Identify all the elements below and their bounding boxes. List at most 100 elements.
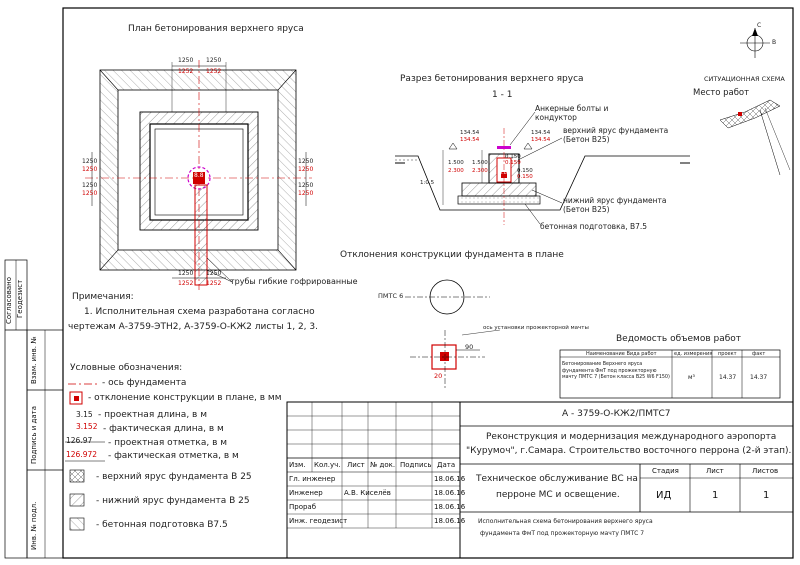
section-elev-left: 134.54 [460,130,480,136]
legend-fact-len-val: 3.152 [76,422,98,431]
section-h-left: 1.500 [448,160,464,166]
section-d2: 0.150 [517,168,533,174]
section-slope: 1:0.5 [420,180,435,186]
tb-stage: ИД [656,490,672,501]
plan-dim-right-top: 1250 [298,158,314,165]
section-upper-label: верхний ярус фундамента (Бетон В25) [563,126,669,144]
section-prep-label: бетонная подготовка, В7.5 [540,222,648,231]
tb-doc-line1: Исполнительная схема бетонирования верхн… [478,518,653,525]
legend-swatches [65,383,105,531]
tb-work-line1: Техническое обслуживание ВС на [476,474,638,484]
volume-row-name: Бетонирование Верхнего яруса фундамента … [562,362,670,380]
legend-design-elev-val: 126.97 [66,436,93,445]
tb-col-koluch: Кол.уч. [314,461,341,469]
notes-line2: чертежам А-3759-ЭТН2, А-3759-О-КЖ2 листы… [68,322,318,332]
tb-date-0: 18.06.16 [434,475,466,483]
plan-title: План бетонирования верхнего яруса [128,24,304,34]
tb-name-1: А.В. Киселёв [344,489,391,497]
notes-line1: 1. Исполнительная схема разработана согл… [84,307,315,317]
deviation-label: ПМТС 6 [378,292,404,300]
section-h-left2-fact: 2.300 [472,168,488,174]
section-lower-label: нижний ярус фундамента (Бетон В25) [563,196,667,214]
section-d1: 0.150 [505,154,521,160]
volume-header-name: Наименование Вида работ [586,351,657,357]
tb-date-3: 18.06.16 [434,517,466,525]
sidebar-sign-date: Подпись и дата [30,406,38,464]
volume-table-lines [559,349,781,399]
legend-axis: - ось фундамента [102,378,187,388]
tb-stage-header: Стадия [652,467,679,475]
legend-upper: - верхний ярус фундамента В 25 [96,472,252,482]
plan-dim-top-right: 1250 [206,57,222,64]
volume-title: Ведомость объемов работ [616,334,742,344]
legend-fact-elev: - фактическая отметка, в м [108,451,239,461]
legend-prep: - бетонная подготовка В7.5 [96,520,228,530]
plan-dim-left-bot-fact: 1250 [82,190,98,197]
sidebar-agreed: Согласовано [5,276,13,324]
deviation-dim: 90 [465,343,474,351]
tb-col-doc: № док. [370,461,396,469]
legend-fact-len: - фактическая длина, в м [103,424,224,434]
plan-dim-left-top-fact: 1250 [82,166,98,173]
tb-doc-line2: фундамента ФмТ под прожекторную мачту ПМ… [480,530,645,537]
volume-row-fact: 14.37 [750,374,768,381]
plan-center-mark: 8.8 [194,172,204,179]
plan-dim-bot-right-fact: 1252 [206,280,222,287]
tb-project-line1: Реконструкция и модернизация международн… [486,432,777,442]
tb-sheet-header: Лист [706,467,724,475]
tb-role-1: Инженер [289,489,323,497]
situation-place: Место работ [693,88,750,98]
plan-dim-left-bot: 1250 [82,182,98,189]
plan-dim-right-top-fact: 1250 [298,166,314,173]
volume-header-design: проект [718,351,737,357]
legend-lower: - нижний ярус фундамента В 25 [96,496,250,506]
legend-design-len-val: 3.15 [76,410,93,419]
deviation-axis-note: ось установки прожекторной мачты [483,325,589,331]
plan-dim-top-left: 1250 [178,57,194,64]
volume-header-unit: ед. измерения [674,351,713,357]
tb-sheet: 1 [712,490,719,501]
legend-design-len: - проектная длина, в м [98,410,208,420]
plan-dim-bot-left-fact: 1252 [178,280,194,287]
plan-dim-right-bot: 1250 [298,182,314,189]
plan-dim-top-left-fact: 1252 [178,68,194,75]
tb-col-izm: Изм. [289,461,306,469]
section-h-left-fact: 2.300 [448,168,464,174]
plan-dim-right-bot-fact: 1250 [298,190,314,197]
notes-title: Примечания: [72,292,134,302]
legend-design-elev: - проектная отметка, в м [108,438,228,448]
tb-code: А - 3759-О-КЖ2/ПМТС7 [562,409,671,419]
tb-col-list: Лист [347,461,365,469]
situation-scheme [719,28,791,176]
sidebar-inv-orig: Инв. № подл. [30,501,38,550]
deviation-drawing [405,279,501,390]
tb-sheets: 1 [763,490,770,501]
volume-row-design: 14.37 [719,374,737,381]
section-elev-left-fact: 134.54 [460,137,480,143]
sidebar-geodesist: Геодезист [16,279,24,318]
plan-dim-left-top: 1250 [82,158,98,165]
section-drawing [395,111,690,225]
titleblock-lines [286,401,794,559]
tb-role-2: Прораб [289,503,317,511]
section-center-mark: 8.8 [499,170,507,176]
east-label: В [772,39,777,46]
section-d1-fact: 0.159 [505,160,521,166]
tb-role-3: Инж. геодезист [289,517,348,525]
legend-deviation: - отклонение конструкции в плане, в мм [88,393,282,403]
plan-dim-bot-right: 1250 [206,270,222,277]
legend-fact-elev-val: 126.972 [66,450,98,459]
section-cut-label: 1 - 1 [492,90,513,100]
volume-row-unit: м³ [688,374,695,381]
tb-date-1: 18.06.16 [434,489,466,497]
section-anchor-label: Анкерные болты и кондуктор [535,104,609,122]
situation-title: СИТУАЦИОННАЯ СХЕМА [704,75,785,83]
sidebar-inv-sub: Взам. инв. № [30,336,38,384]
tb-col-sign: Подпись [400,461,432,469]
tb-sheets-header: Листов [752,467,779,475]
tb-col-date: Дата [437,461,456,469]
tb-role-0: Гл. инженер [289,475,336,483]
tb-project-line2: "Курумоч", г.Самара. Строительство восто… [466,446,792,456]
deviation-title: Отклонения конструкции фундамента в план… [340,250,564,260]
